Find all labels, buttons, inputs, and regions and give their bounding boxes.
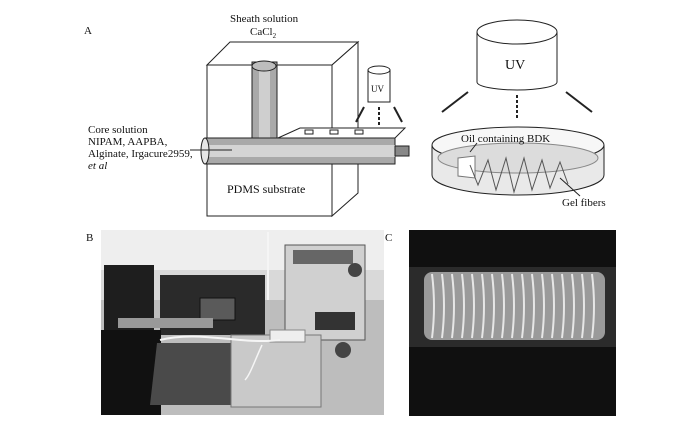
- panel-c-letter: C: [385, 232, 393, 244]
- coil-ring: [461, 273, 465, 339]
- outlet-tube: [277, 127, 407, 139]
- cacl2-label: CaCl2: [250, 26, 276, 42]
- gel-fibers-pointer: [559, 177, 581, 197]
- coil-ring: [551, 273, 555, 339]
- coil-ring: [471, 273, 475, 339]
- coil-ring: [431, 273, 435, 339]
- core-components-1: NIPAM, AAPBA,: [88, 136, 168, 148]
- core-components-2: Alginate, Irgacure2959,: [88, 148, 193, 160]
- coil-ring: [441, 273, 445, 339]
- small-uv-label: UV: [371, 84, 384, 94]
- coil-ring: [481, 273, 485, 339]
- cacl2-text: CaCl: [250, 26, 273, 38]
- large-uv-label: UV: [505, 58, 526, 73]
- sheath-channel: [251, 60, 278, 141]
- core-solution-label: Core solution: [88, 124, 148, 136]
- oil-bdk-label: Oil containing BDK: [461, 133, 551, 145]
- core-components-3: et al: [88, 160, 108, 172]
- core-channel: [200, 137, 410, 165]
- oil-pointer: [469, 142, 478, 153]
- petri-dish: [431, 126, 605, 196]
- cacl2-subscript: 2: [272, 32, 277, 41]
- coil-ring: [521, 273, 525, 339]
- coil-rings: [431, 273, 595, 339]
- pdms-substrate-label: PDMS substrate: [227, 182, 306, 196]
- coil-ring: [571, 273, 575, 339]
- panel-a-letter: A: [84, 25, 92, 37]
- large-uv-lamp: [441, 19, 593, 118]
- photo-b-lab-setup: [101, 230, 384, 415]
- sheath-solution-label: Sheath solution: [230, 13, 299, 25]
- coil-ring: [451, 273, 455, 339]
- gel-fibers: [469, 156, 569, 194]
- coil-ring: [561, 273, 565, 339]
- panel-b-letter: B: [86, 232, 94, 244]
- coil-ring: [541, 273, 545, 339]
- gel-fibers-label: Gel fibers: [562, 197, 606, 209]
- coil-ring: [591, 273, 595, 339]
- small-uv-lamp: [355, 65, 403, 125]
- coil-ring: [501, 273, 505, 339]
- coil-ring: [581, 273, 585, 339]
- coil-ring: [511, 273, 515, 339]
- coil-ring: [491, 273, 495, 339]
- coil-ring: [531, 273, 535, 339]
